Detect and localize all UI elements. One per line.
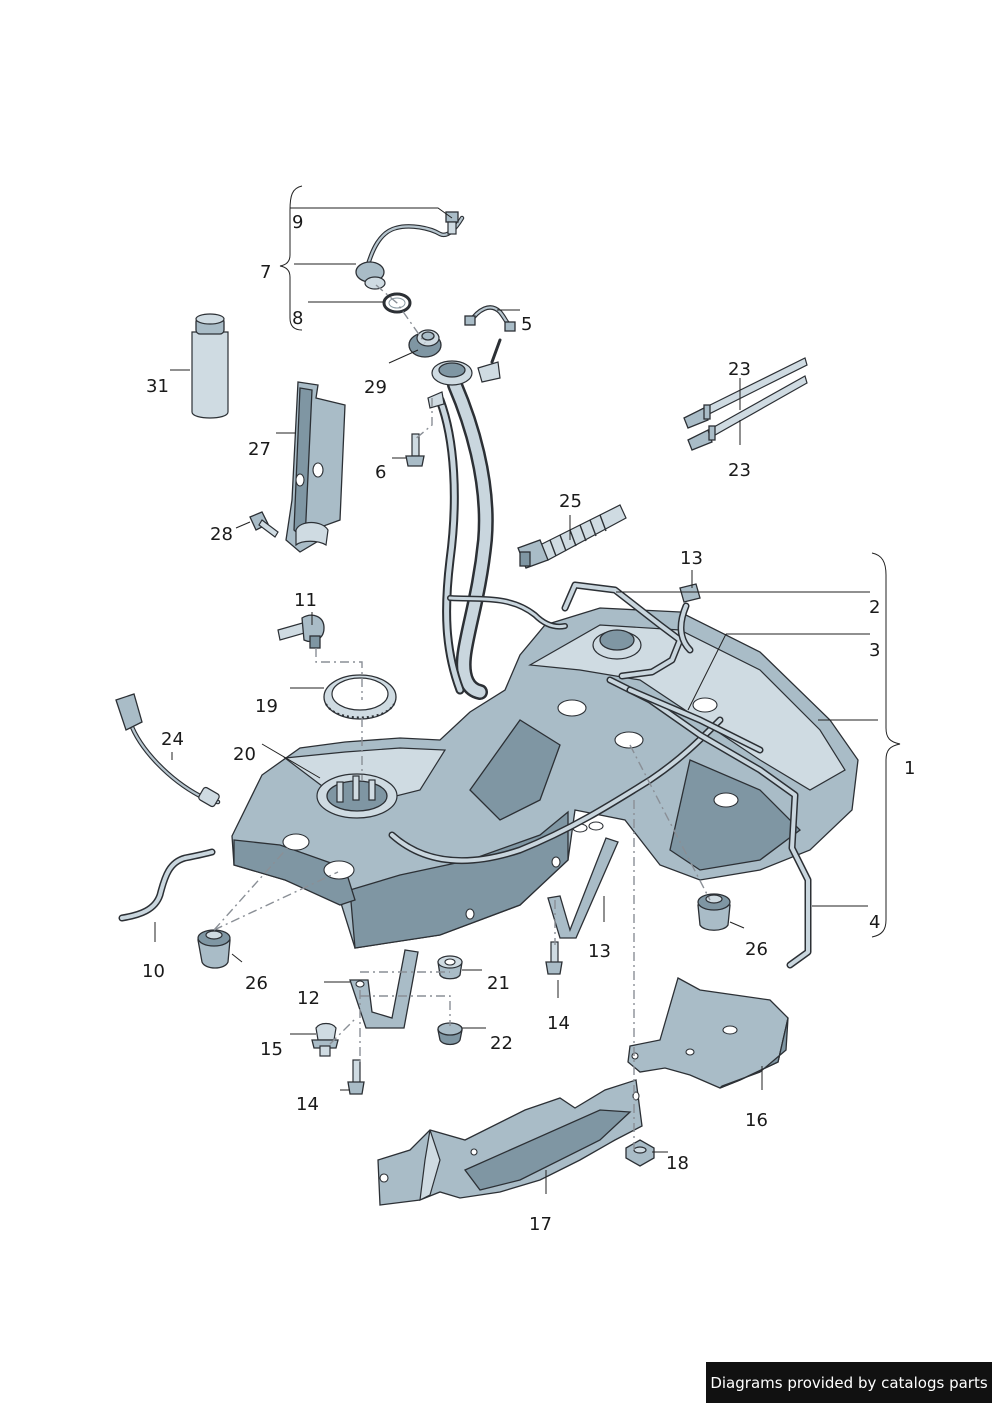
part-14-bolt-upper: [545, 941, 563, 975]
callout-15: 15: [260, 1039, 283, 1060]
callout-labels: 9 7 8 5 31 29 23 27 6 23 25 28 13 11 2 3…: [142, 212, 915, 1235]
callout-28: 28: [210, 524, 233, 545]
callout-18: 18: [666, 1153, 689, 1174]
callout-20: 20: [233, 744, 256, 765]
callout-7: 7: [260, 262, 271, 283]
callout-22: 22: [490, 1033, 513, 1054]
fuel-lines: [388, 581, 812, 969]
callout-19: 19: [255, 696, 278, 717]
callout-26-right: 26: [745, 939, 768, 960]
part-19-ring: [323, 674, 397, 720]
part-21-grommet: [437, 955, 463, 980]
part-26-mount-right: [697, 893, 731, 931]
part-18-nut: [625, 1139, 655, 1167]
callout-24: 24: [161, 729, 184, 750]
part-5-line: [464, 305, 516, 364]
callout-25: 25: [559, 491, 582, 512]
filler-neck: [427, 360, 568, 700]
callout-29: 29: [364, 377, 387, 398]
callout-26-left: 26: [245, 973, 268, 994]
callout-16: 16: [745, 1110, 768, 1131]
callout-11: 11: [294, 590, 317, 611]
credit-banner[interactable]: Diagrams provided by catalogs parts: [706, 1362, 992, 1403]
part-24-sensor: [115, 693, 221, 808]
callout-27: 27: [248, 439, 271, 460]
part-7-sender: [355, 211, 465, 290]
part-23-ties: [683, 357, 808, 451]
callout-12: 12: [297, 988, 320, 1009]
callout-31: 31: [146, 376, 169, 397]
part-31-bottle: [191, 313, 229, 419]
callout-5: 5: [521, 314, 532, 335]
part-13-strap-upper: [679, 583, 701, 603]
part-25-hose: [517, 504, 627, 569]
callout-4: 4: [869, 912, 880, 933]
callout-21: 21: [487, 973, 510, 994]
callout-17: 17: [529, 1214, 552, 1235]
callout-10: 10: [142, 961, 165, 982]
callout-23-lower: 23: [728, 460, 751, 481]
part-16-shield: [627, 977, 789, 1089]
part-17-shield: [377, 1079, 643, 1206]
callout-13-upper: 13: [680, 548, 703, 569]
callout-1: 1: [904, 758, 915, 779]
callout-14-lower: 14: [296, 1094, 319, 1115]
part-26-mount-left: [197, 929, 231, 969]
callout-8: 8: [292, 308, 303, 329]
callout-23-upper: 23: [728, 359, 751, 380]
part-13-strap-lower: [547, 837, 619, 939]
callout-14-upper: 14: [547, 1013, 570, 1034]
callout-6: 6: [375, 462, 386, 483]
callout-2: 2: [869, 597, 880, 618]
part-22-grommet: [437, 1022, 463, 1046]
callout-3: 3: [869, 640, 880, 661]
fuel-tank: [231, 607, 859, 949]
part-14-bolt-lower: [347, 1059, 365, 1095]
part-11-connector: [277, 614, 325, 649]
leader-lines: [154, 185, 901, 1194]
part-29-cap: [408, 329, 442, 358]
part-28-bolt: [249, 511, 279, 538]
part-6-bolt: [405, 433, 425, 467]
callout-13-lower: 13: [588, 941, 611, 962]
part-10-hose: [118, 848, 216, 922]
credit-text: Diagrams provided by catalogs parts: [710, 1373, 988, 1392]
assembly-lines: [213, 284, 711, 1150]
callout-9: 9: [292, 212, 303, 233]
part-27-shield: [285, 381, 346, 553]
part-12-bracket: [349, 949, 419, 1029]
